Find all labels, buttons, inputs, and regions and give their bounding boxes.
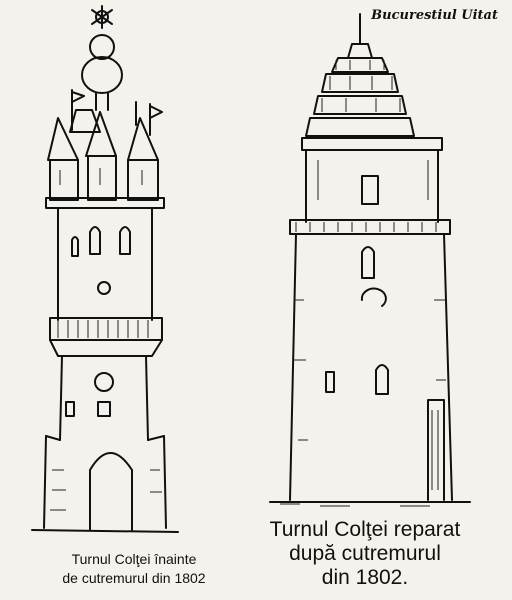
caption-after: Turnul Colţei reparat după cutremurul di… <box>230 518 500 590</box>
tower-after-drawing <box>269 13 471 507</box>
caption-after-line-1: Turnul Colţei reparat <box>269 518 461 541</box>
watermark-text: Bucurestiul Uitat <box>371 8 498 23</box>
caption-after-line-2: după cutremurul <box>289 542 441 565</box>
tower-before-drawing <box>31 5 179 533</box>
caption-before: Turnul Colţei înainte de cutremurul din … <box>24 550 244 588</box>
caption-before-line-2: de cutremurul din 1802 <box>62 570 206 586</box>
caption-before-line-1: Turnul Colţei înainte <box>71 551 197 567</box>
caption-after-line-3: din 1802. <box>321 566 409 589</box>
